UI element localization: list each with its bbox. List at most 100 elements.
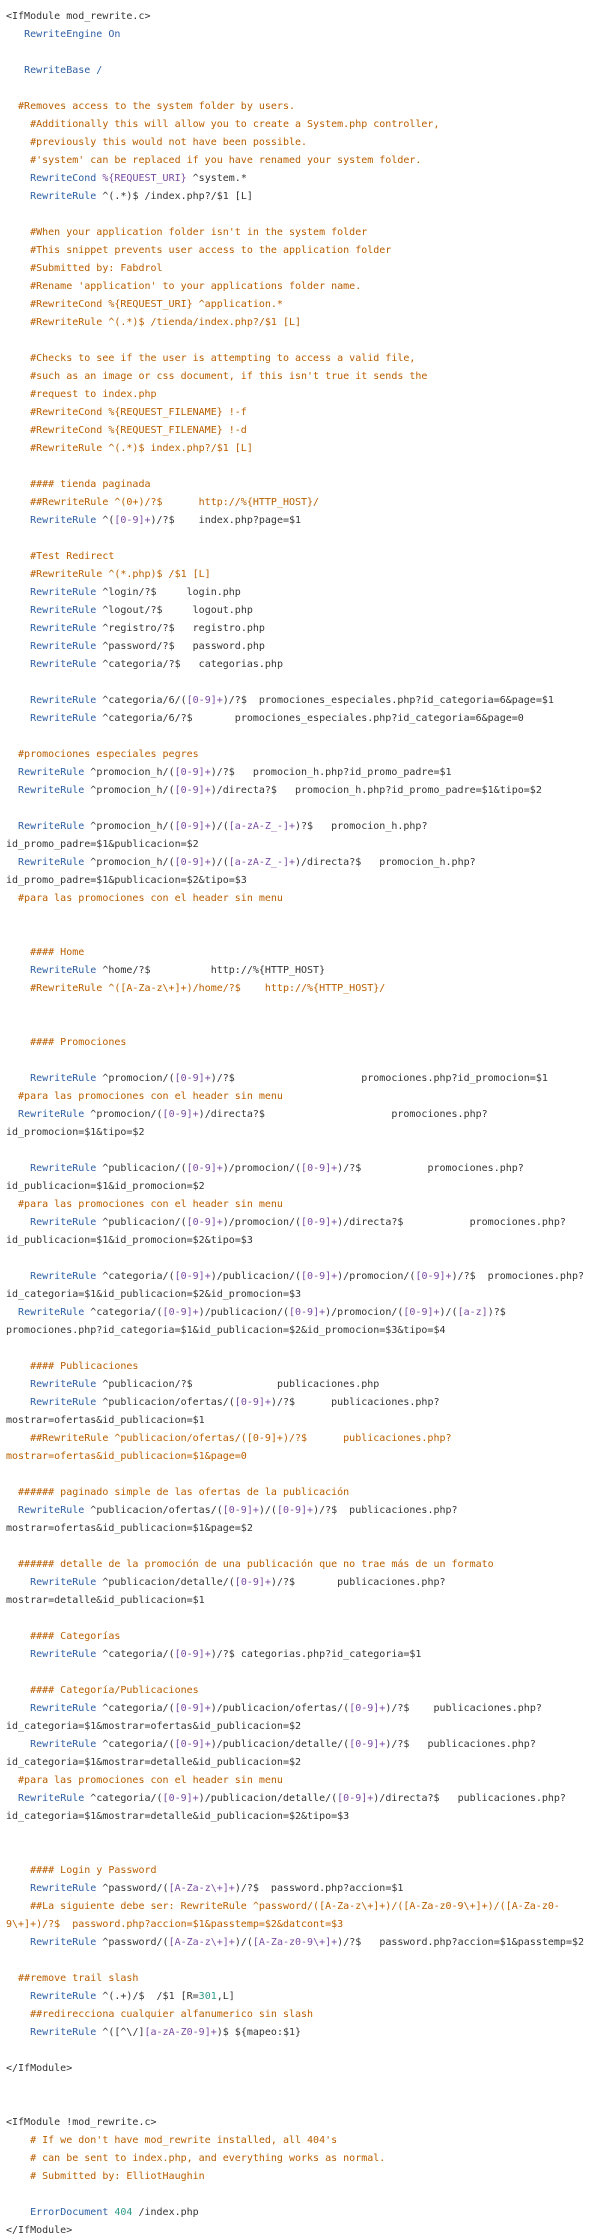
code-token: )/publicacion/ofertas/( [210, 1703, 350, 1714]
code-token: RewriteRule [30, 1073, 103, 1084]
code-line: RewriteRule ^promocion_h/([0-9]+)/direct… [6, 782, 600, 800]
code-token: [0-9]+ [114, 515, 151, 526]
code-line [6, 1052, 600, 1070]
code-token: ^password/( [102, 1883, 169, 1894]
code-token: ##remove trail slash [6, 1973, 139, 1984]
code-token: [0-9]+ [174, 1271, 211, 1282]
code-token [6, 1793, 18, 1804]
code-token: # can be sent to index.php, and everythi… [6, 2153, 386, 2164]
code-line [6, 2186, 600, 2204]
code-token: #### Login y Password [6, 1865, 157, 1876]
code-line [6, 2096, 600, 2114]
code-token: RewriteRule [30, 695, 103, 706]
code-token: #RewriteRule ^(.*)$ /tienda/index.php?/$… [6, 317, 302, 328]
code-line: RewriteRule ^promocion/([0-9]+)/?$ promo… [6, 1070, 600, 1088]
code-line [6, 332, 600, 350]
code-token: ^promocion_h/( [90, 767, 175, 778]
code-token [6, 515, 30, 526]
code-token [6, 821, 18, 832]
code-token: ^publicacion/?$ publicaciones.php [102, 1379, 380, 1390]
code-line [6, 1538, 600, 1556]
code-token [6, 1307, 18, 1318]
code-token: %{REQUEST_URI} [102, 173, 187, 184]
code-token: )/( [234, 1937, 253, 1948]
code-line [6, 908, 600, 926]
code-line: #para las promociones con el header sin … [6, 1196, 600, 1214]
code-token: ^categoria/( [102, 1271, 175, 1282]
code-token: #This snippet prevents user access to th… [6, 245, 392, 256]
code-token [6, 1271, 30, 1282]
code-token [6, 785, 18, 796]
code-line: RewriteRule ^([^\/][a-zA-Z0-9]+)$ ${mape… [6, 2024, 600, 2042]
code-token: #promociones especiales pegres [6, 749, 199, 760]
code-token [6, 1577, 30, 1588]
code-token: ^password/( [102, 1937, 169, 1948]
code-line: # Submitted by: ElliotHaughin [6, 2168, 600, 2186]
code-token: ErrorDocument [30, 2207, 115, 2218]
code-token: ^login/?$ login.php [102, 587, 241, 598]
code-token: RewriteRule [18, 857, 91, 868]
code-token: RewriteRule [30, 623, 103, 634]
code-line: #promociones especiales pegres [6, 746, 600, 764]
code-line: #Submitted by: Fabdrol [6, 260, 600, 278]
code-token: )?$ promocion_h.php? [295, 821, 428, 832]
code-token: ###### paginado simple de las ofertas de… [6, 1487, 350, 1498]
code-token [6, 173, 30, 184]
code-token: [0-9]+ [174, 767, 211, 778]
code-token [6, 695, 30, 706]
code-token: [0-9]+ [276, 1505, 314, 1516]
code-token: mostrar=ofertas&id_publicacion=$1&page=0 [6, 1451, 247, 1462]
code-token: RewriteRule [30, 515, 103, 526]
code-token: [0-9]+ [174, 857, 211, 868]
code-line: #RewriteRule ^([A-Za-z\+]+)/home/?$ http… [6, 980, 600, 998]
code-token: RewriteRule [30, 1739, 103, 1750]
code-token: ^promocion_h/( [90, 857, 175, 868]
code-token: #### Publicaciones [6, 1361, 139, 1372]
code-line: RewriteRule ^password/([A-Za-z\+]+)/([A-… [6, 1934, 600, 1952]
code-token [6, 29, 24, 40]
code-token: ^(.+)/$ /$1 [R= [102, 1991, 199, 2002]
code-token: id_categoria=$1&mostrar=ofertas&id_publi… [6, 1721, 302, 1732]
code-token: )/?$ index.php?page=$1 [150, 515, 302, 526]
code-token: RewriteRule [18, 785, 91, 796]
code-token: [0-9]+ [186, 1163, 223, 1174]
code-token: ^registro/?$ registro.php [102, 623, 265, 634]
code-token: id_promocion=$1&tipo=$2 [6, 1127, 145, 1138]
code-token: RewriteRule [30, 1937, 103, 1948]
code-line: RewriteRule ^categoria/?$ categorias.php [6, 656, 600, 674]
code-token: )/?$ promociones_especiales.php?id_categ… [222, 695, 554, 706]
code-token: RewriteRule [30, 965, 103, 976]
code-line [6, 2042, 600, 2060]
code-token [6, 1505, 18, 1516]
code-token [6, 1379, 30, 1390]
code-line: id_categoria=$1&mostrar=detalle&id_publi… [6, 1808, 600, 1826]
code-line [6, 1844, 600, 1862]
code-token: ^categoria/6/?$ promociones_especiales.p… [102, 713, 524, 724]
code-token: #### Home [6, 947, 85, 958]
code-token [6, 1073, 30, 1084]
code-line: RewriteRule ^(.*)$ /index.php?/$1 [L] [6, 188, 600, 206]
code-token: <IfModule mod_rewrite.c> [6, 11, 151, 22]
code-line: #'system' can be replaced if you have re… [6, 152, 600, 170]
code-token: #such as an image or css document, if th… [6, 371, 428, 382]
code-token: id_promo_padre=$1&publicacion=$2&tipo=$3 [6, 875, 247, 886]
code-line [6, 728, 600, 746]
code-token [6, 623, 30, 634]
code-line: #### Home [6, 944, 600, 962]
code-line: ##redirecciona cualquier alfanumerico si… [6, 2006, 600, 2024]
code-line: #RewriteRule ^(.*)$ index.php?/$1 [L] [6, 440, 600, 458]
code-line: RewriteRule ^([0-9]+)/?$ index.php?page=… [6, 512, 600, 530]
code-line [6, 1340, 600, 1358]
code-token: id_categoria=$1&mostrar=detalle&id_publi… [6, 1757, 302, 1768]
code-token: RewriteRule [30, 605, 103, 616]
code-token [6, 2207, 30, 2218]
code-line: #Rename 'application' to your applicatio… [6, 278, 600, 296]
code-token [6, 1937, 30, 1948]
code-line [6, 530, 600, 548]
code-line [6, 1466, 600, 1484]
code-token [6, 1109, 18, 1120]
code-line: id_categoria=$1&id_publicacion=$2&id_pro… [6, 1286, 600, 1304]
code-token: )/directa?$ promocion_h.php?id_promo_pad… [210, 785, 542, 796]
code-token: ^categoria/?$ categorias.php [102, 659, 283, 670]
